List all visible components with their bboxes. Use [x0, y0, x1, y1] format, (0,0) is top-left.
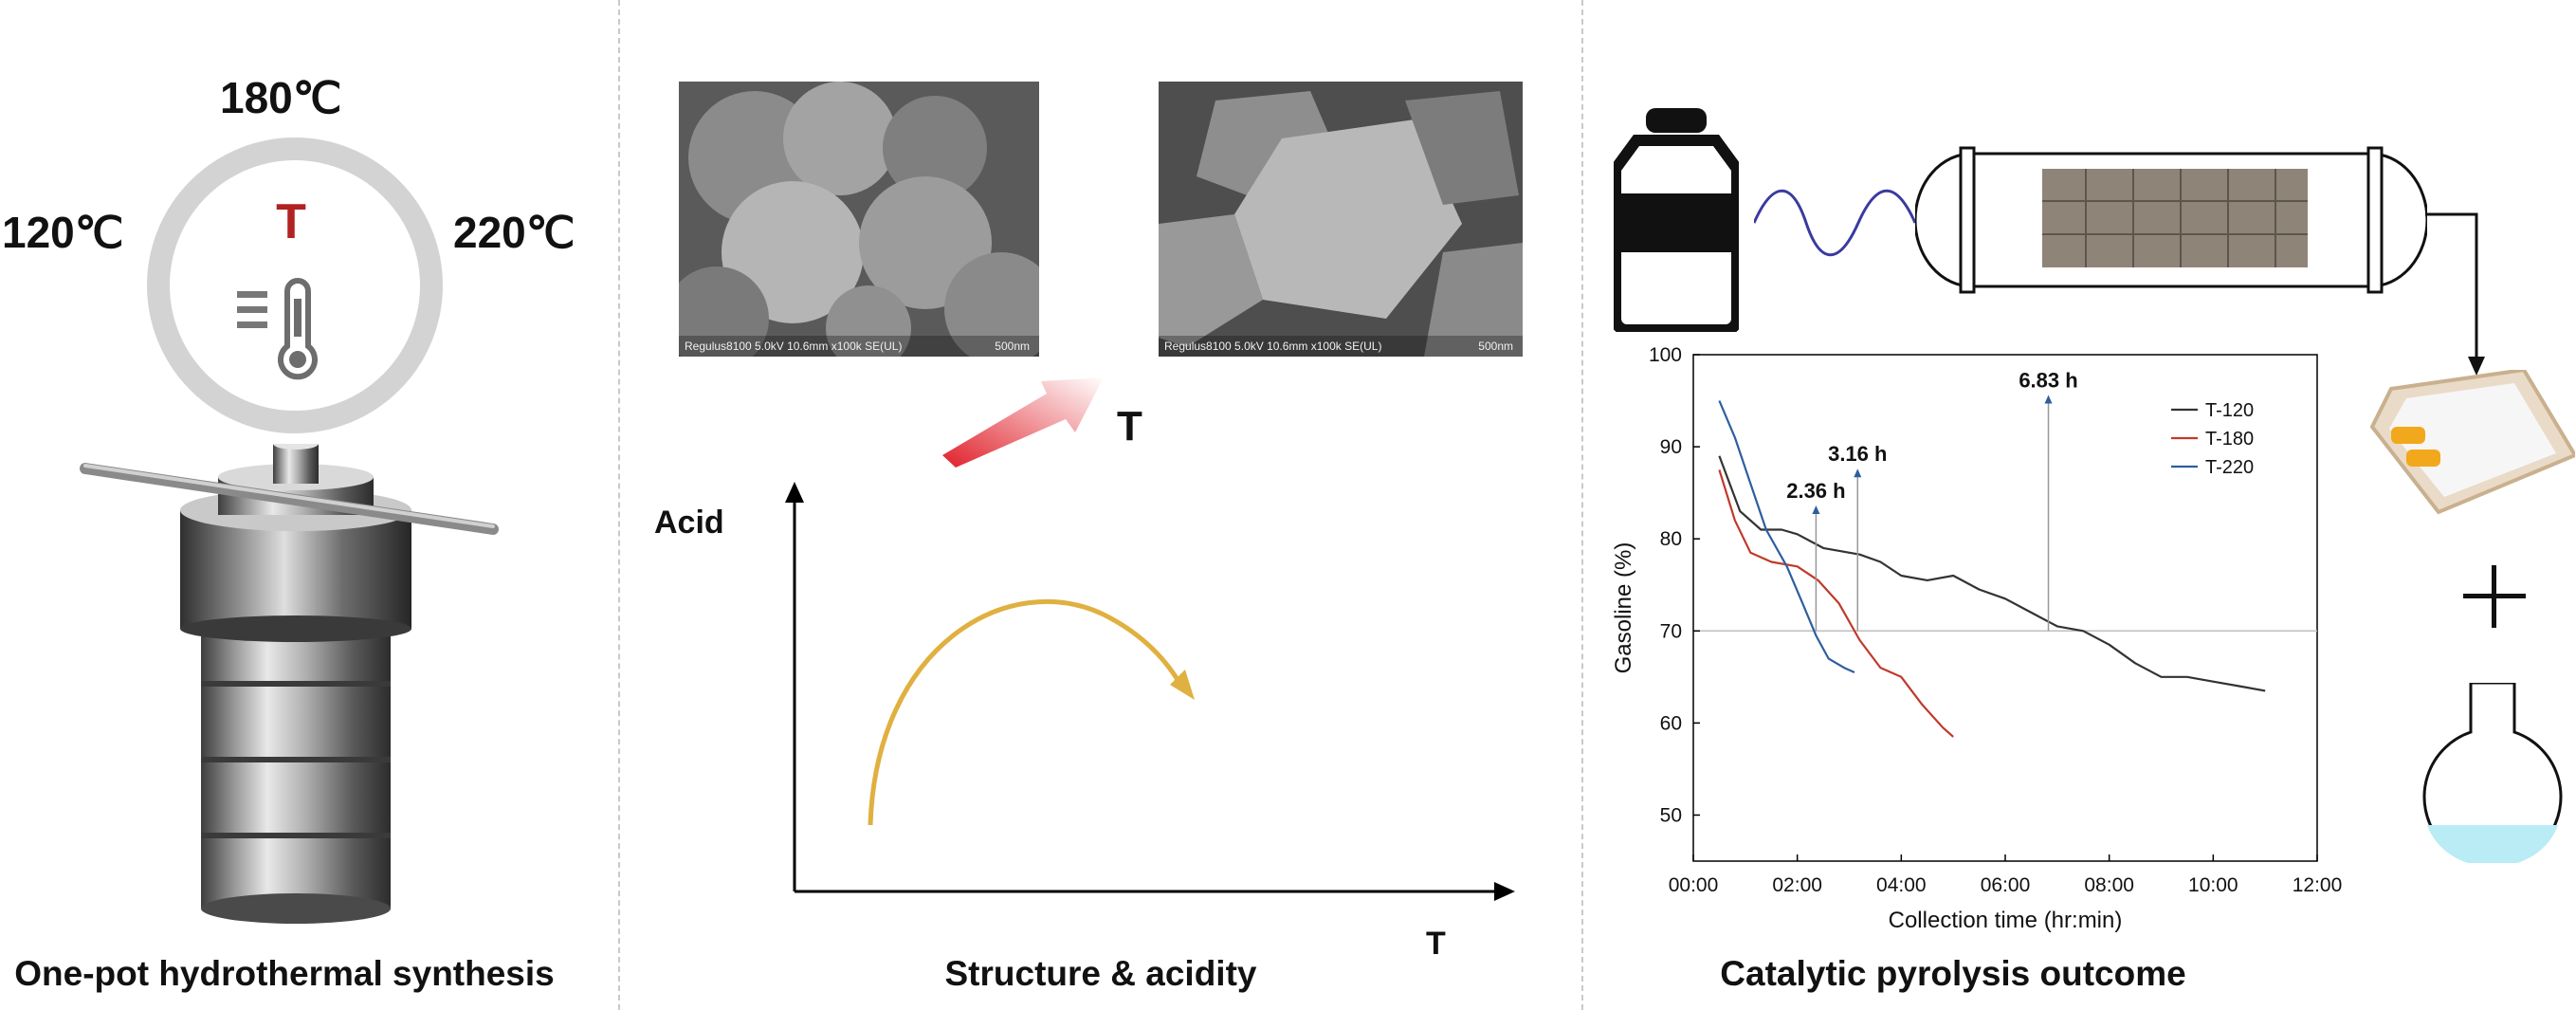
caption-pyrolysis: Catalytic pyrolysis outcome [1720, 954, 2186, 993]
sem-image-right: Regulus8100 5.0kV 10.6mm x100k SE(UL) 50… [1159, 82, 1523, 357]
temperature-arrow [942, 377, 1104, 468]
dial-t-label: T [276, 194, 306, 249]
x-tick-label: 02:00 [1772, 874, 1822, 896]
x-tick-label: 06:00 [1981, 874, 2031, 896]
temp-label-top: 180℃ [220, 73, 342, 122]
series-line-t-120 [1718, 455, 2266, 692]
sem-image-left: Regulus8100 5.0kV 10.6mm x100k SE(UL) 50… [679, 82, 1039, 357]
sem-scale-left: 500nm [995, 340, 1030, 353]
x-tick-label: 12:00 [2293, 874, 2342, 896]
y-axis-label: Gasoline (%) [1611, 542, 1636, 674]
thermometer-icon [237, 278, 318, 380]
temperature-dial: T [147, 138, 443, 433]
y-tick-label: 80 [1660, 528, 1682, 550]
series-line-t-220 [1718, 400, 1855, 674]
outlet-arrow [2425, 212, 2485, 376]
gas-bag-icon [2369, 370, 2575, 515]
panel-pyrolysis: 50 60 70 80 90 100 00:00 02:00 04:00 06:00 08:00 10… [1583, 0, 2576, 1010]
sem-scale-right: 500nm [1478, 340, 1513, 353]
caption-synthesis: One-pot hydrothermal synthesis [14, 954, 555, 993]
y-tick-label: 50 [1660, 804, 1682, 826]
acidity-trend-plot [785, 482, 1515, 901]
acidity-trend-curve [868, 598, 1182, 826]
x-tick-label: 04:00 [1876, 874, 1927, 896]
legend-label-t-180: T-180 [2205, 429, 2254, 450]
sem-info-bar-left: Regulus8100 5.0kV 10.6mm x100k SE(UL) 50… [679, 336, 1039, 357]
divider-2 [1581, 0, 1583, 1010]
annotation-arrowhead [1812, 505, 1820, 515]
x-tick-label: 00:00 [1669, 874, 1719, 896]
flask-icon [2422, 683, 2563, 863]
plus-icon [2463, 565, 2526, 628]
divider-1 [618, 0, 620, 1010]
sem-particles-right [1159, 82, 1523, 357]
x-tick-label: 08:00 [2084, 874, 2134, 896]
annotation-arrowhead [1854, 468, 1862, 478]
y-tick-label: 100 [1649, 344, 1682, 366]
x-tick-label: 10:00 [2188, 874, 2238, 896]
legend-label-t-220: T-220 [2205, 457, 2254, 478]
temp-label-right: 220℃ [453, 208, 575, 257]
series-line-t-180 [1718, 469, 1954, 738]
sem-info-bar-right: Regulus8100 5.0kV 10.6mm x100k SE(UL) 50… [1159, 336, 1523, 357]
y-tick-label: 60 [1660, 712, 1682, 734]
gasoline-chart: 50 60 70 80 90 100 00:00 02:00 04:00 06:00 08:00 10… [1611, 344, 2342, 933]
sem-info-left: Regulus8100 5.0kV 10.6mm x100k SE(UL) [685, 340, 903, 353]
arrow-t-label: T [1117, 403, 1142, 450]
y-tick-label: 70 [1660, 620, 1682, 642]
sem-info-right: Regulus8100 5.0kV 10.6mm x100k SE(UL) [1164, 340, 1382, 353]
x-axis-label: Collection time (hr:min) [1889, 908, 2123, 933]
annotation-label: 6.83 h [2019, 369, 2077, 393]
annotation-arrowhead [2044, 395, 2053, 404]
bottle-icon [1614, 108, 1739, 332]
annotation-label: 3.16 h [1828, 442, 1887, 466]
y-tick-label: 90 [1660, 436, 1682, 458]
legend-label-t-120: T-120 [2205, 400, 2254, 421]
acid-axis-label: Acid [654, 505, 724, 541]
annotation-label: 2.36 h [1786, 479, 1845, 503]
caption-structure: Structure & acidity [944, 954, 1257, 993]
panel-structure: Regulus8100 5.0kV 10.6mm x100k SE(UL) 50… [620, 0, 1581, 1010]
sem-particles-left [679, 82, 1039, 357]
autoclave-image [80, 444, 499, 924]
temp-label-left: 120℃ [2, 208, 124, 257]
t-axis-label: T [1426, 926, 1446, 962]
reactor-tube-icon [1915, 146, 2427, 294]
wave-connector [1754, 190, 1915, 256]
panel-synthesis: 180℃ 120℃ 220℃ T [0, 0, 618, 1010]
